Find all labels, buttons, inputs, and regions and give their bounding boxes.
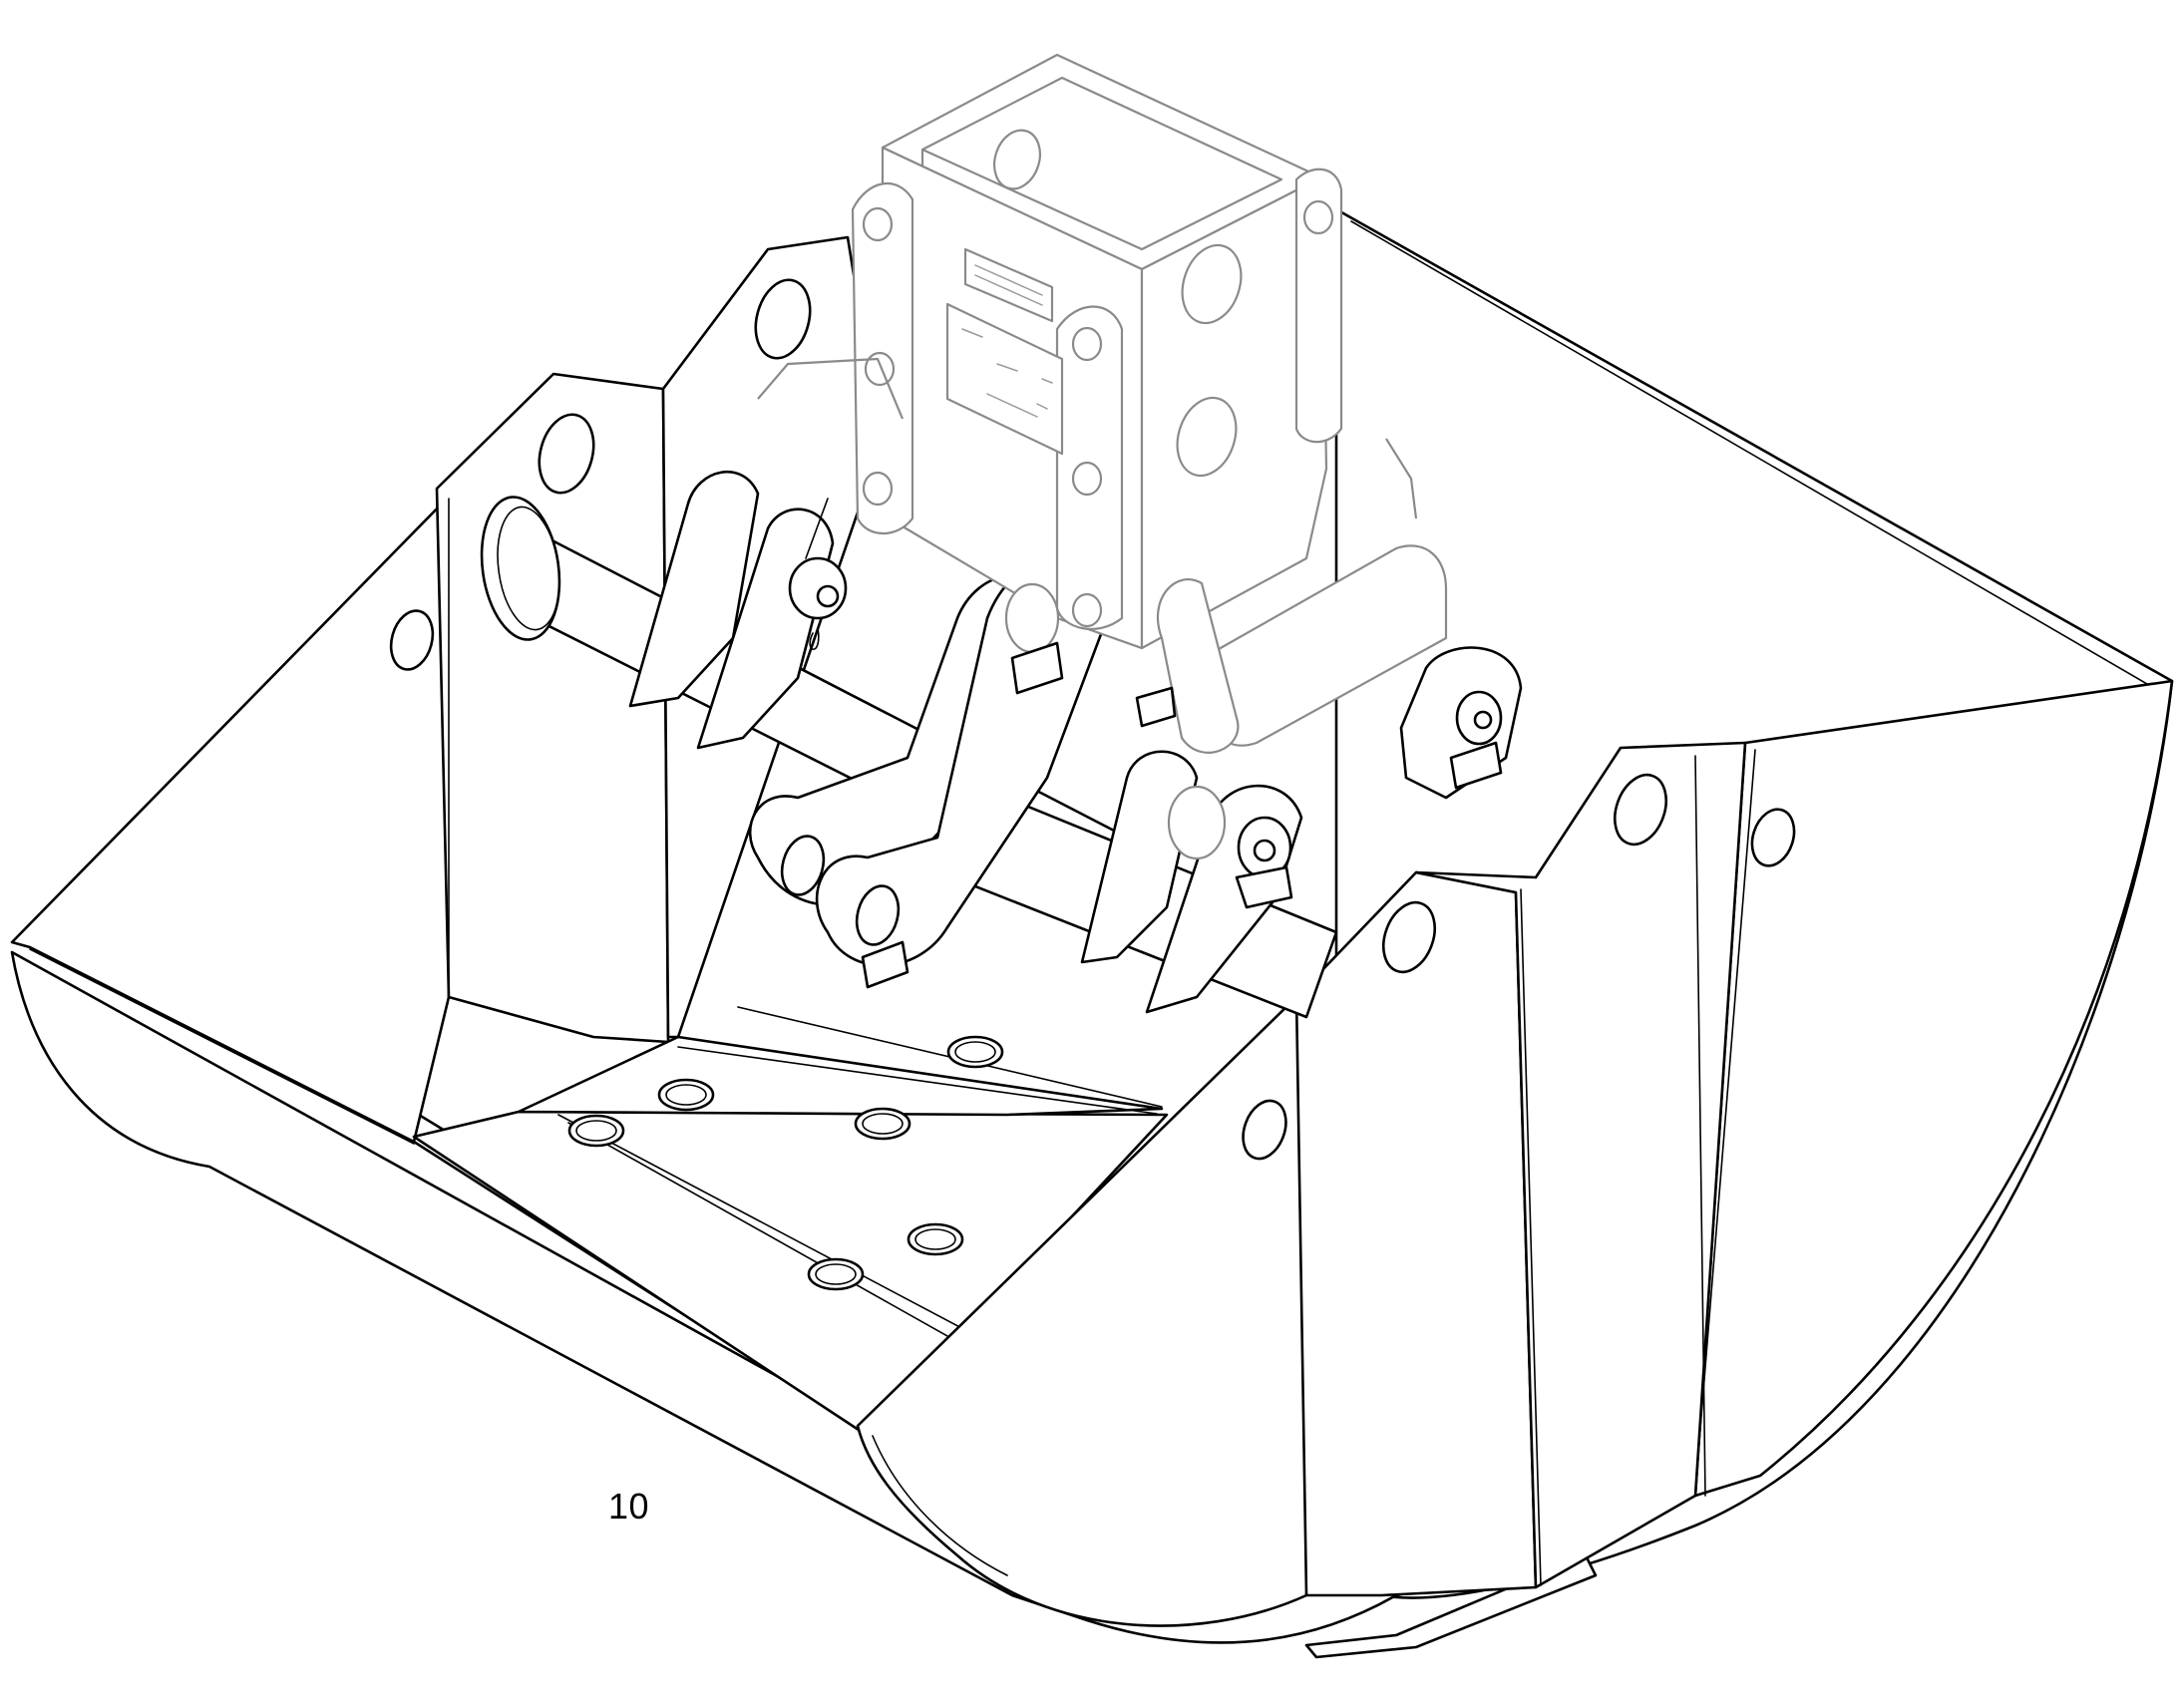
head-lower-knuckle-left [1156,577,1240,754]
right-front-end-plate [1294,870,1538,1597]
left-end-hole [389,609,435,671]
front-curved-skin [856,925,1368,1627]
front-skin [856,925,1368,1627]
bucket-floor [412,1006,1169,1438]
right-gusset-hole-1 [1382,900,1436,974]
head-bracket [757,53,1448,860]
pin-keepers [1010,641,1177,728]
nameplate-data [945,302,1064,456]
right-end-hole [1242,1099,1287,1161]
right-gusset-hole-2 [1614,773,1667,847]
right-front-gusset [1414,741,1747,1589]
left-gusset-hole-1 [538,413,595,495]
left-shell-inner-wall [10,495,451,1144]
clevis-pin-left [788,498,848,650]
head-hole-1 [1181,243,1243,325]
head-hole-2 [1176,396,1238,478]
right-front-plates [1242,741,1747,1597]
left-link-arm-1 [628,470,760,708]
clevis-pin-right [1235,816,1293,909]
nameplate-top [963,247,1054,323]
floor-plate [412,1110,1169,1438]
right-end-plate [1693,679,2174,1498]
link-key-block [861,940,909,989]
right-link-arm-1 [1080,750,1199,964]
left-gusset-hole-2 [754,278,812,360]
part-number-label: 10 [608,1486,650,1527]
floor-bolt-holes [567,1035,1004,1291]
link-arms [628,470,1523,1014]
head-right-flange [1294,168,1343,444]
head-hole-3 [993,129,1041,190]
cutting-edge [517,1035,1164,1117]
